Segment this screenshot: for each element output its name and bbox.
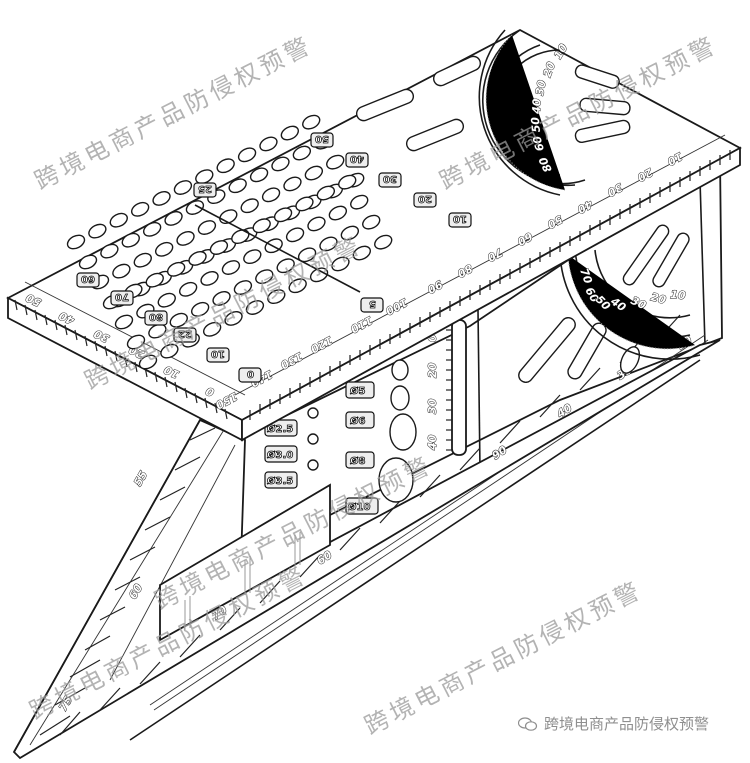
svg-text:0: 0 xyxy=(426,334,439,342)
plate-badges: 25 50 40 30 20 10 60 70 80 22 10 0 5 xyxy=(76,132,472,383)
svg-text:70: 70 xyxy=(115,291,129,302)
svg-text:Ø10: Ø10 xyxy=(348,501,370,513)
svg-text:40: 40 xyxy=(57,309,78,328)
svg-text:Ø3.0: Ø3.0 xyxy=(267,449,293,461)
svg-text:30: 30 xyxy=(426,398,439,414)
svg-text:30: 30 xyxy=(383,173,397,184)
svg-text:40: 40 xyxy=(530,98,544,115)
svg-text:0: 0 xyxy=(247,368,254,379)
svg-text:Ø3.5: Ø3.5 xyxy=(267,475,293,487)
svg-text:60: 60 xyxy=(530,134,547,152)
svg-text:10: 10 xyxy=(211,348,225,359)
footer-label: 跨境电商产品防侵权预警 xyxy=(544,715,710,733)
svg-text:Ø5: Ø5 xyxy=(350,385,366,397)
drill-gauge: Ø2.5 Ø3.0 Ø3.5 Ø5 Ø6 Ø8 Ø10 xyxy=(264,359,417,515)
svg-text:80: 80 xyxy=(149,311,163,322)
svg-text:70: 70 xyxy=(577,267,595,286)
svg-text:Ø2.5: Ø2.5 xyxy=(267,423,293,435)
svg-text:10: 10 xyxy=(670,288,687,302)
side-protractor: 70 60 50 40 30 20 10 xyxy=(559,249,701,360)
svg-text:Ø8: Ø8 xyxy=(350,455,366,467)
side-face xyxy=(129,156,723,741)
svg-text:5: 5 xyxy=(369,298,376,309)
svg-text:20: 20 xyxy=(649,290,667,307)
svg-text:20: 20 xyxy=(418,193,432,204)
svg-text:10: 10 xyxy=(453,213,467,224)
svg-text:55: 55 xyxy=(131,468,150,488)
wechat-icon xyxy=(518,716,538,731)
svg-text:25: 25 xyxy=(198,183,212,194)
svg-text:60: 60 xyxy=(81,273,95,284)
svg-text:40: 40 xyxy=(350,153,364,164)
svg-text:20: 20 xyxy=(541,60,559,79)
hole-grid xyxy=(64,112,395,373)
top-face: 10 20 30 40 50 60 70 80 90 100 110 120 1… xyxy=(6,28,742,442)
svg-text:50: 50 xyxy=(315,133,329,144)
svg-text:Ø6: Ø6 xyxy=(350,415,366,427)
svg-text:30: 30 xyxy=(533,79,549,97)
svg-text:40: 40 xyxy=(426,434,439,451)
top-slots xyxy=(355,55,631,152)
side-slots xyxy=(518,224,690,383)
svg-text:20: 20 xyxy=(426,362,439,378)
svg-text:22: 22 xyxy=(178,328,192,339)
svg-text:50: 50 xyxy=(529,116,543,133)
drill-size-labels: Ø2.5 Ø3.0 Ø3.5 Ø5 Ø6 Ø8 Ø10 xyxy=(264,381,379,515)
footer-attribution: 跨境电商产品防侵权预警 xyxy=(518,713,709,734)
vertical-scale: 0 20 30 40 xyxy=(426,319,467,456)
